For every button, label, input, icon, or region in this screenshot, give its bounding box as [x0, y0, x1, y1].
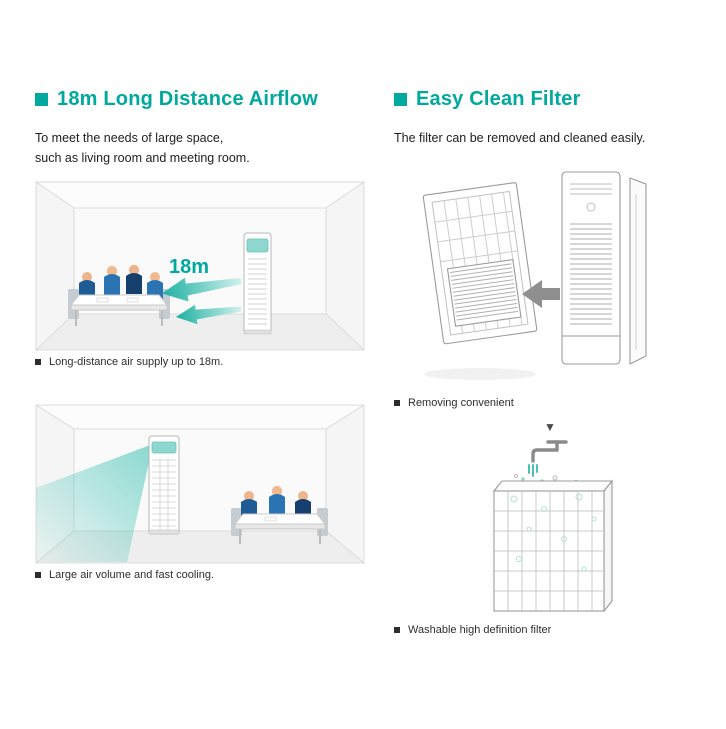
- figure-filter-removal: [394, 160, 706, 392]
- caption-text: Long-distance air supply up to 18m.: [49, 355, 224, 368]
- caption-text: Removing convenient: [408, 397, 514, 410]
- caption-bullet-icon: [35, 358, 41, 365]
- ac-unit-outline: [561, 171, 647, 366]
- caption-bullet-icon: [394, 400, 400, 407]
- figure-long-distance-airflow: 18m: [35, 180, 365, 351]
- filter-removed: [422, 182, 538, 345]
- air-cone: [36, 443, 153, 562]
- right-section: Easy Clean Filter The filter can be remo…: [394, 88, 706, 636]
- subtitle-line: such as living room and meeting room.: [35, 151, 250, 166]
- filter-box: [492, 479, 614, 613]
- left-section-subtitle: To meet the needs of large space, such a…: [35, 128, 365, 169]
- caption-long-distance: Long-distance air supply up to 18m.: [35, 356, 365, 368]
- subtitle-line: To meet the needs of large space,: [35, 131, 224, 145]
- caption-removing-convenient: Removing convenient: [394, 397, 706, 409]
- figure-large-air-volume: [35, 403, 365, 564]
- caption-large-air-volume: Large air volume and fast cooling.: [35, 569, 365, 581]
- people-at-table: [231, 485, 328, 544]
- caption-washable-filter: Washable high definition filter: [394, 624, 706, 636]
- section-bullet-icon: [394, 93, 407, 106]
- ac-unit: [148, 435, 180, 534]
- left-section-header: 18m Long Distance Airflow: [35, 88, 365, 111]
- room-perspective: [35, 180, 365, 351]
- caption-bullet-icon: [394, 627, 400, 634]
- down-arrow-icon: ▼: [544, 420, 556, 435]
- caption-bullet-icon: [35, 571, 41, 578]
- right-section-title: Easy Clean Filter: [416, 88, 581, 110]
- rinse-bubbles: [510, 493, 597, 572]
- water-stream: [528, 464, 538, 478]
- caption-text: Large air volume and fast cooling.: [49, 568, 215, 581]
- remove-arrow-icon: [522, 280, 560, 309]
- left-section: 18m Long Distance Airflow To meet the ne…: [35, 88, 365, 581]
- caption-text: Washable high definition filter: [408, 624, 552, 637]
- airflow-distance-label: 18m: [169, 256, 209, 278]
- faucet-icon: [531, 440, 568, 463]
- right-section-header: Easy Clean Filter: [394, 88, 706, 111]
- filter-shadow: [424, 368, 536, 381]
- left-section-title: 18m Long Distance Airflow: [57, 88, 318, 110]
- right-section-subtitle: The filter can be removed and cleaned ea…: [394, 131, 646, 145]
- figure-filter-washing: [394, 439, 706, 619]
- ac-unit: [243, 232, 272, 334]
- airflow-arrows-icon: [161, 277, 242, 324]
- people-at-table: [68, 264, 170, 326]
- section-bullet-icon: [35, 93, 48, 106]
